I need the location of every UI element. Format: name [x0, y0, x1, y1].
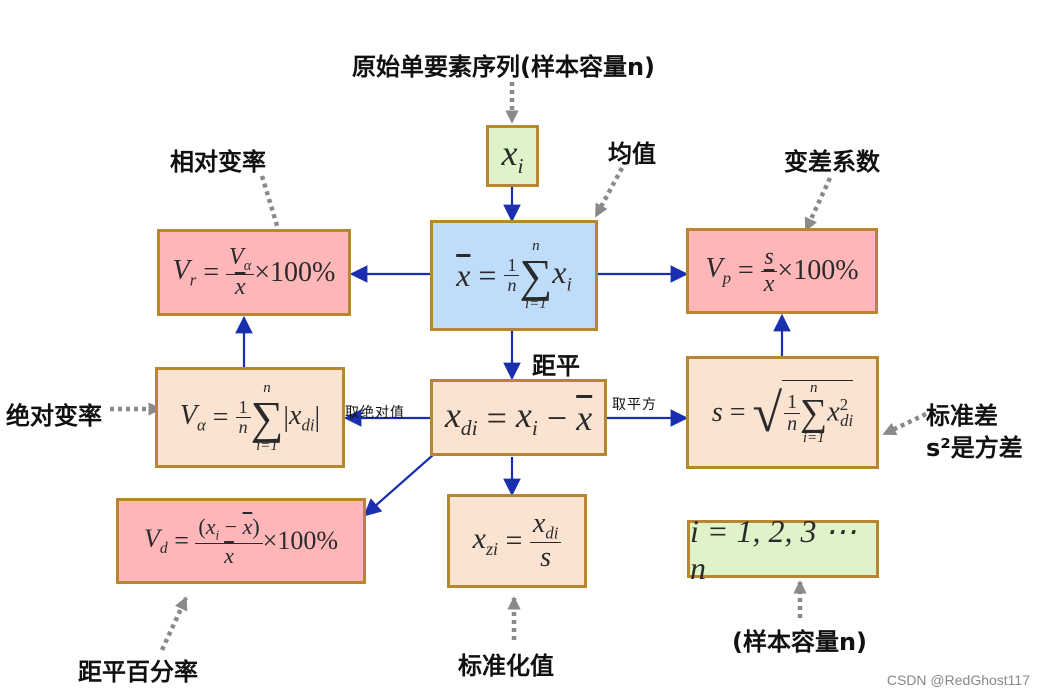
- arrow-deviation-to-percentage: [363, 454, 434, 517]
- dot-arrow-mean: [594, 166, 624, 218]
- deviation-percentage-label: 距平百分率: [78, 658, 198, 686]
- absolute-variability-label: 绝对变率: [6, 402, 102, 430]
- relative-variability-label: 相对变率: [170, 148, 266, 176]
- edge-label-absolute: 取绝对值: [345, 405, 405, 421]
- deviation-percentage-box: Vd = (xi − x)x ×100%: [116, 498, 366, 584]
- dot-arrow-percentage: [159, 596, 189, 651]
- coefficient-of-variation-label: 变差系数: [784, 148, 880, 176]
- sample-size-label: (样本容量n): [732, 628, 868, 656]
- watermark: CSDN @RedGhost117: [886, 672, 1030, 688]
- source-series-label: 原始单要素序列(样本容量n): [352, 53, 656, 81]
- index-range-box: i = 1, 2, 3 ⋯ n: [687, 513, 879, 586]
- variance-note-label: s²是方差: [926, 434, 1023, 462]
- mean-label: 均值: [608, 140, 656, 168]
- standard-deviation-label: 标准差: [926, 402, 998, 430]
- deviation-box: xdi = xi − x: [430, 379, 607, 456]
- dot-arrow-cv: [803, 177, 833, 232]
- deviation-label: 距平: [532, 352, 580, 380]
- dot-arrow-std: [882, 411, 927, 437]
- edge-label-square: 取平方: [612, 397, 657, 413]
- xi-box: xi: [486, 125, 539, 187]
- standardized-value-label: 标准化值: [458, 652, 554, 680]
